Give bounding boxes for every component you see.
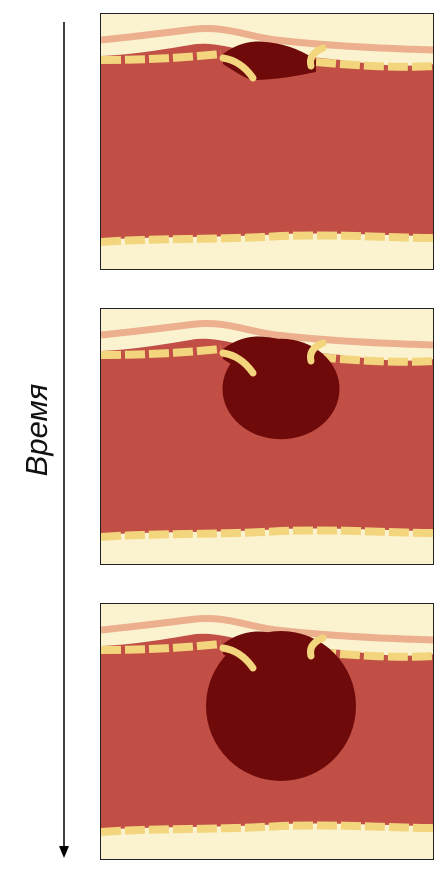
time-axis-label: Время: [19, 384, 55, 477]
vessel-illustration: [101, 309, 434, 565]
vessel-illustration: [101, 14, 434, 270]
vessel-illustration: [101, 604, 434, 860]
vessel-panel-1: [100, 13, 434, 270]
blood-clot: [223, 339, 340, 440]
vessel-panel-3: [100, 603, 434, 860]
vessel-panel-2: [100, 308, 434, 565]
time-axis: Время: [0, 0, 100, 864]
time-arrow-head: [59, 846, 69, 858]
blood-clot: [206, 631, 356, 781]
